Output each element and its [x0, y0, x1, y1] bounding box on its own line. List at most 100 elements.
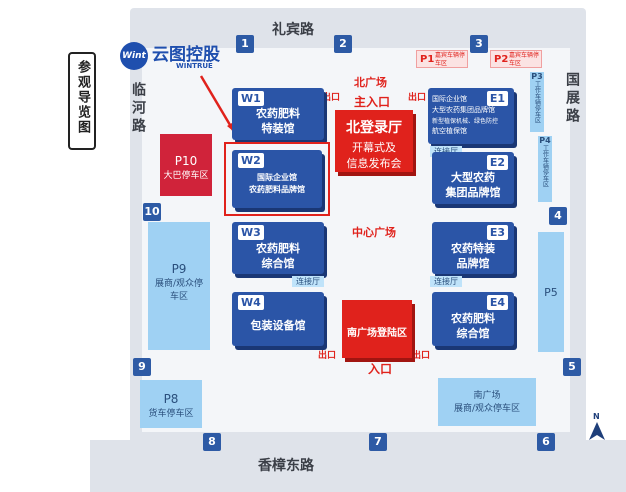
parking-south-plaza: 南广场 展商/观众停车区 — [438, 378, 536, 426]
parking-p1-code: P1 — [420, 54, 435, 65]
parking-p4-name: 工作车辆停车区 — [541, 145, 549, 187]
road-west: 临河路 — [130, 82, 146, 136]
exit-label-ne: 出口 — [408, 93, 427, 103]
gate-9: 9 — [133, 358, 151, 376]
parking-p2-code: P2 — [494, 54, 509, 65]
brand-logo: Wint 云图控股 WINTRUE — [120, 38, 260, 74]
north-plaza-label: 北广场 — [354, 76, 387, 89]
hall-e2-line1: 大型农药 — [451, 171, 495, 184]
connector-e3-e4: 连接厅 — [430, 276, 462, 287]
north-hall-title: 北登录厅 — [346, 120, 402, 136]
gate-5: 5 — [563, 358, 581, 376]
parking-p10-code: P10 — [174, 154, 198, 168]
gate-4: 4 — [549, 207, 567, 225]
hall-e1-line1: 国际企业馆 — [432, 95, 467, 103]
hall-e1-id: E1 — [486, 91, 508, 106]
hall-w2[interactable]: W2 国际企业馆 农药肥料品牌馆 — [232, 150, 322, 208]
parking-p9: P9 展商/观众停车区 — [148, 222, 210, 350]
parking-p1: P1 嘉宾车辆停车区 — [416, 50, 468, 68]
hall-w3-line1: 农药肥料 — [256, 242, 300, 255]
connector-w3-w4: 连接厅 — [292, 276, 324, 287]
parking-p5: P5 — [538, 232, 564, 352]
hall-w3-id: W3 — [238, 225, 264, 240]
parking-p4: P4 工作车辆停车区 — [538, 136, 552, 202]
gate-3: 3 — [470, 35, 488, 53]
hall-w3-line2: 综合馆 — [261, 257, 295, 270]
gate-1: 1 — [236, 35, 254, 53]
hall-e2-id: E2 — [486, 155, 508, 170]
parking-p4-code: P4 — [539, 136, 551, 145]
north-hall-line3: 信息发布会 — [346, 157, 402, 170]
south-hall-title: 南广场登陆区 — [347, 328, 407, 339]
south-plaza-parking-name: 展商/观众停车区 — [453, 404, 521, 414]
hall-e2-line2: 集团品牌馆 — [445, 186, 501, 199]
parking-p8-name: 货车停车区 — [148, 409, 194, 419]
road-east: 国展路 — [564, 72, 580, 126]
hall-w2-line2: 农药肥料品牌馆 — [249, 185, 305, 194]
hall-w1-line2: 特装馆 — [261, 122, 295, 135]
hall-e4[interactable]: E4 农药肥料 综合馆 — [432, 292, 514, 346]
hall-e3[interactable]: E3 农药特装 品牌馆 — [432, 222, 514, 274]
north-hall-line2: 开幕式及 — [352, 141, 396, 154]
parking-p1-name: 嘉宾车辆停车区 — [435, 52, 466, 67]
hall-w1-line1: 农药肥料 — [256, 107, 300, 120]
gate-10: 10 — [143, 203, 161, 221]
connector-e1-e2: 连接厅 — [430, 146, 462, 157]
exit-label-sw: 出口 — [318, 351, 337, 361]
center-plaza-label: 中心广场 — [352, 226, 396, 239]
parking-p5-code: P5 — [544, 286, 558, 299]
hall-w2-id: W2 — [238, 153, 264, 168]
road-north: 礼宾路 — [272, 22, 314, 38]
compass-label: N — [593, 412, 600, 421]
hall-e1-line4: 航空植保馆 — [432, 127, 467, 135]
hall-w4[interactable]: W4 包装设备馆 — [232, 292, 324, 346]
guide-label: 参观导览图 — [75, 60, 90, 135]
parking-p8: P8 货车停车区 — [140, 380, 202, 428]
parking-p9-name: 展商/观众停车区 — [154, 279, 204, 302]
parking-p9-code: P9 — [171, 262, 187, 276]
main-entrance-label: 主入口 — [354, 95, 391, 109]
gate-8: 8 — [203, 433, 221, 451]
parking-p2-name: 嘉宾车辆停车区 — [509, 52, 540, 67]
brand-mark-icon: Wint — [120, 42, 148, 70]
south-road — [90, 440, 626, 492]
parking-p2: P2 嘉宾车辆停车区 — [490, 50, 542, 68]
south-registration-hall: 南广场登陆区 — [342, 300, 412, 358]
hall-w4-line1: 包装设备馆 — [250, 319, 306, 332]
hall-e3-line2: 品牌馆 — [456, 257, 490, 270]
hall-w4-id: W4 — [238, 295, 264, 310]
parking-p3: P3 工作车辆停车区 — [530, 72, 544, 132]
brand-sub: WINTRUE — [176, 62, 213, 70]
parking-p3-code: P3 — [531, 72, 543, 81]
south-plaza-name: 南广场 — [473, 391, 501, 401]
hall-e1-line3: 新型植保机械、绿色防控 — [432, 118, 499, 125]
guide-label-box: 参观导览图 — [68, 52, 96, 150]
north-registration-hall: 北登录厅 开幕式及 信息发布会 — [335, 110, 413, 172]
parking-p10-name: 大巴停车区 — [163, 171, 209, 181]
hall-w3[interactable]: W3 农药肥料 综合馆 — [232, 222, 324, 274]
gate-2: 2 — [334, 35, 352, 53]
exit-label-nw: 出口 — [322, 93, 341, 103]
hall-e4-id: E4 — [486, 295, 508, 310]
hall-e4-line2: 综合馆 — [456, 327, 490, 340]
hall-e1-line2: 大型农药集团品牌馆 — [432, 106, 495, 114]
hall-e4-line1: 农药肥料 — [451, 312, 495, 325]
parking-p8-code: P8 — [163, 392, 179, 406]
exit-label-se: 出口 — [412, 351, 431, 361]
hall-e1[interactable]: E1 国际企业馆 大型农药集团品牌馆 新型植保机械、绿色防控 航空植保馆 — [428, 88, 514, 144]
w2-highlight-frame — [224, 142, 330, 216]
hall-w1-id: W1 — [238, 91, 264, 106]
parking-p3-name: 工作车辆停车区 — [533, 81, 541, 123]
hall-e3-id: E3 — [486, 225, 508, 240]
parking-p10: P10 大巴停车区 — [160, 134, 212, 196]
compass-north-icon — [589, 422, 605, 440]
hall-e2[interactable]: E2 大型农药 集团品牌馆 — [432, 152, 514, 204]
brand-name: 云图控股 — [152, 45, 220, 65]
hall-w1[interactable]: W1 农药肥料 特装馆 — [232, 88, 324, 140]
south-entrance-label: 入口 — [368, 362, 393, 376]
gate-6: 6 — [537, 433, 555, 451]
hall-e3-line1: 农药特装 — [451, 242, 495, 255]
road-south: 香樟东路 — [258, 458, 314, 474]
gate-7: 7 — [369, 433, 387, 451]
hall-w2-line1: 国际企业馆 — [257, 173, 297, 182]
